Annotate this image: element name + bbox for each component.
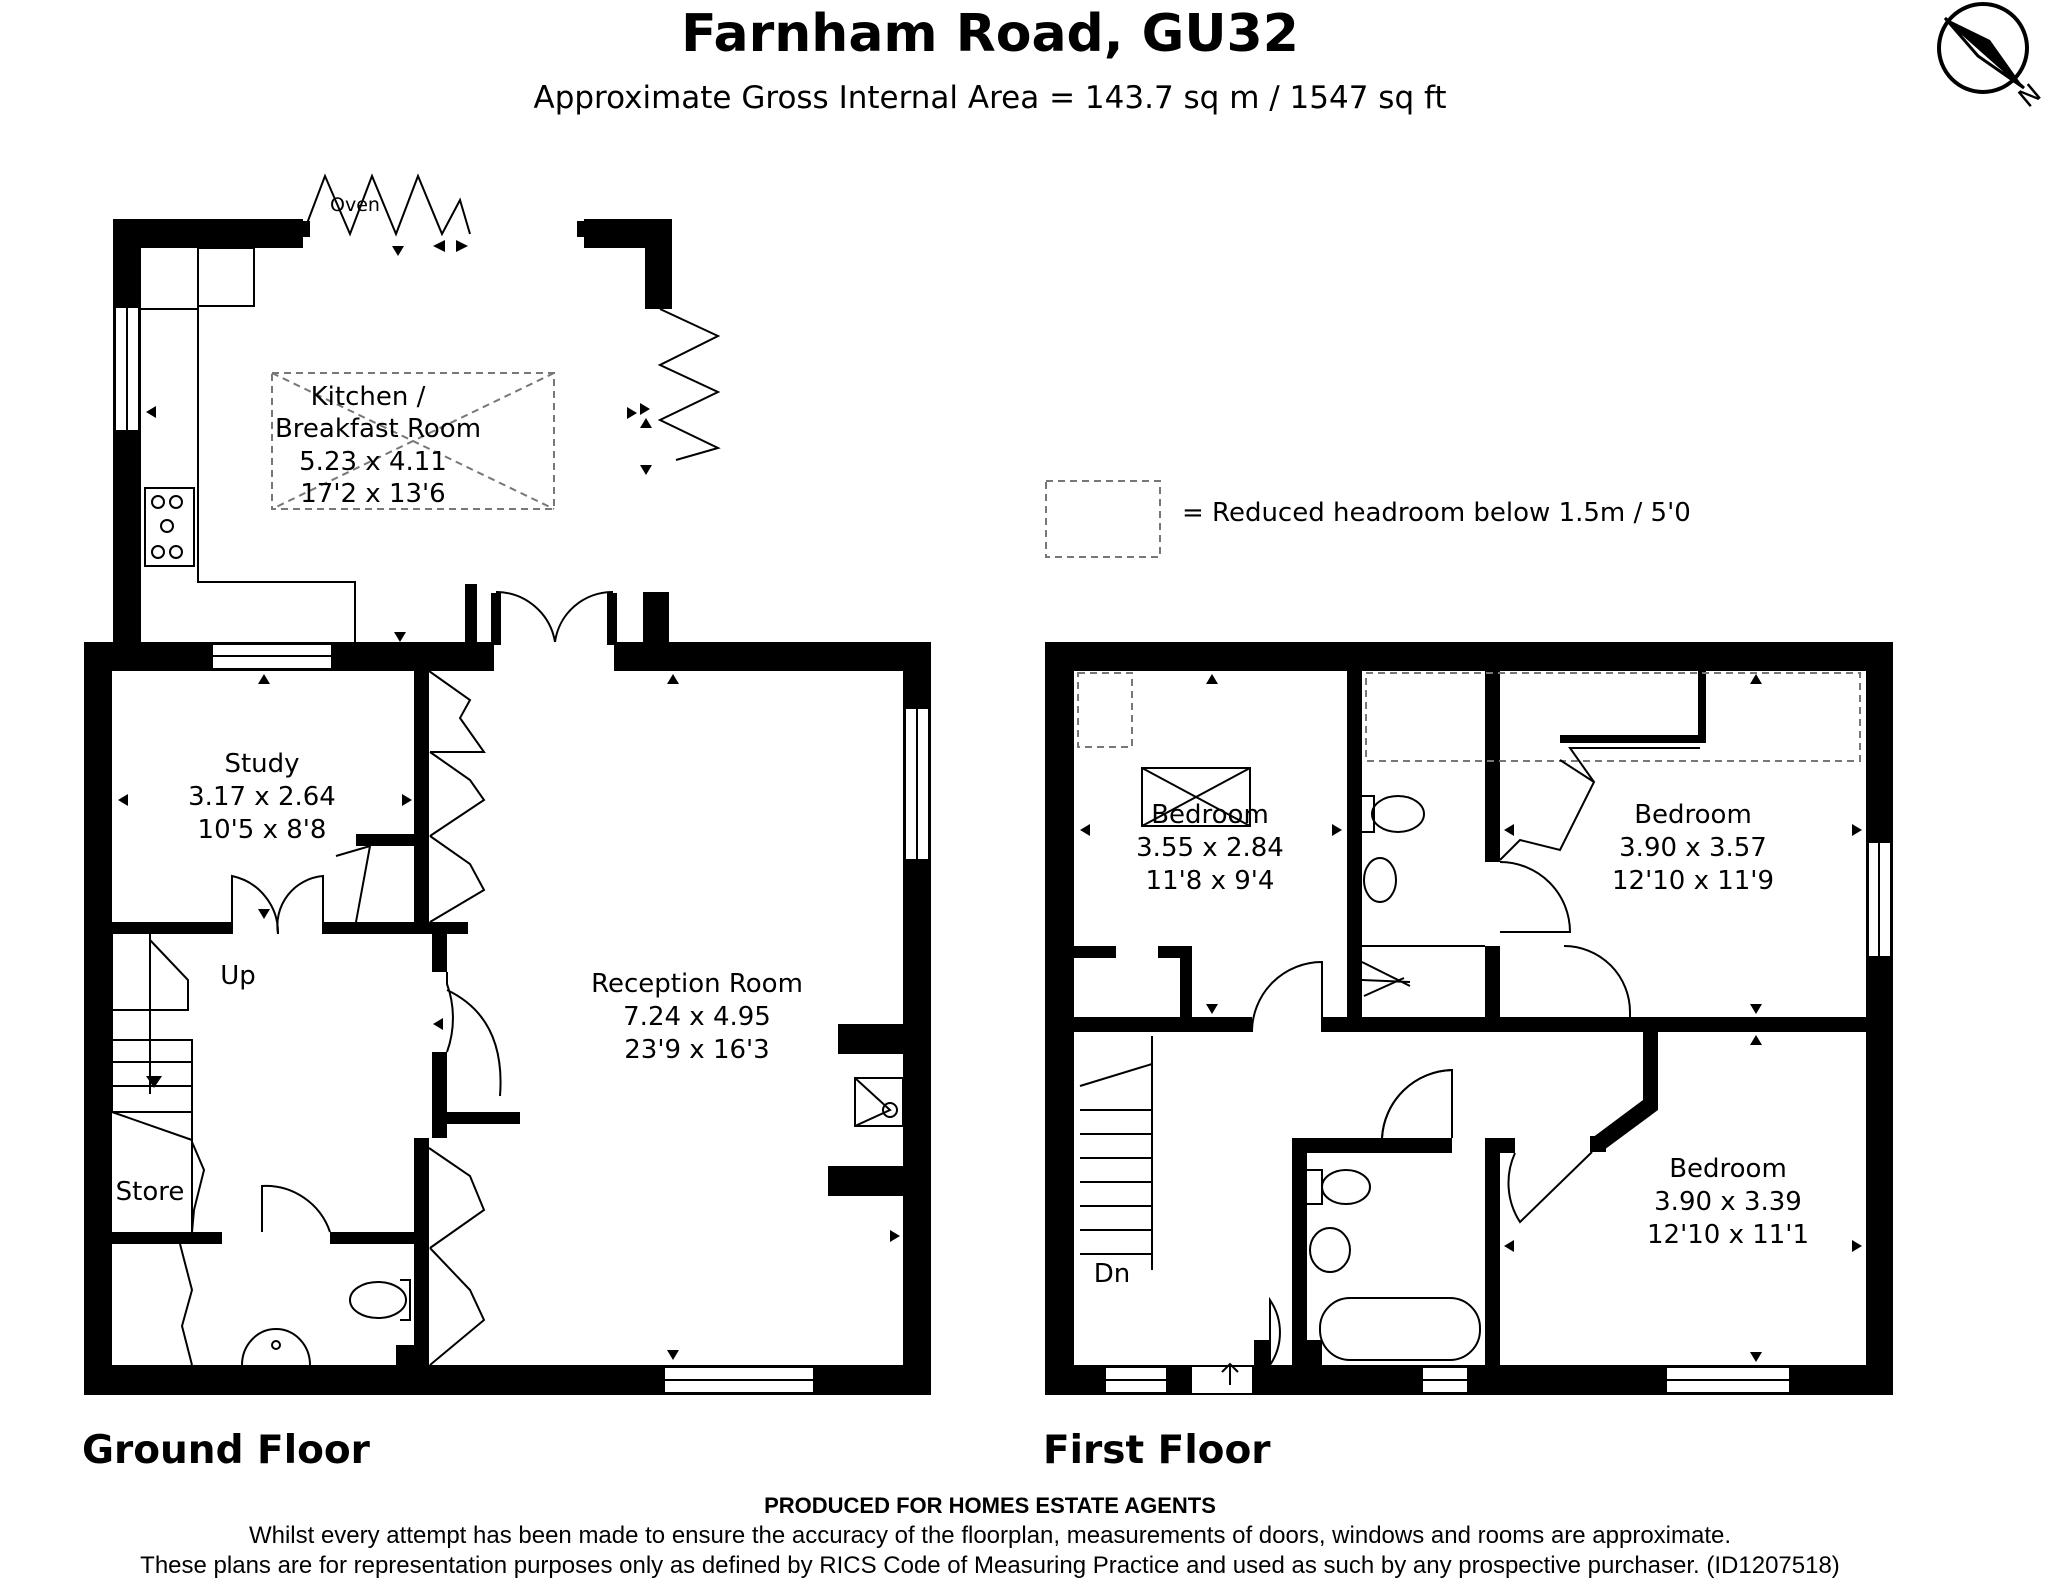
study-metric: 3.17 x 2.64 bbox=[188, 782, 336, 812]
bedroom1-metric: 3.55 x 2.84 bbox=[1136, 833, 1284, 863]
ground-floor-dimension-markers bbox=[118, 240, 900, 1360]
ground-floor-label: Ground Floor bbox=[82, 1428, 370, 1473]
kitchen-metric: 5.23 x 4.11 bbox=[299, 447, 447, 477]
study-name: Study bbox=[224, 749, 299, 779]
first-floor-fixtures bbox=[1077, 672, 1861, 1385]
reception-imperial: 23'9 x 16'3 bbox=[624, 1035, 769, 1065]
reception-metric: 7.24 x 4.95 bbox=[623, 1002, 771, 1032]
oven-label: Oven bbox=[330, 194, 380, 216]
kitchen-imperial: 17'2 x 13'6 bbox=[300, 479, 445, 509]
store-label: Store bbox=[116, 1177, 185, 1207]
bedroom2-metric: 3.90 x 3.57 bbox=[1619, 833, 1767, 863]
bedroom2-name: Bedroom bbox=[1634, 800, 1752, 830]
ground-floor-fixtures bbox=[111, 173, 721, 1366]
disclaimer-line1: Whilst every attempt has been made to en… bbox=[248, 1522, 1732, 1549]
bedroom1-imperial: 11'8 x 9'4 bbox=[1146, 866, 1275, 896]
plan-title: Farnham Road, GU32 bbox=[681, 4, 1299, 64]
study-imperial: 10'5 x 8'8 bbox=[198, 815, 327, 845]
first-floor-plan bbox=[1045, 642, 1893, 1395]
first-floor-label: First Floor bbox=[1043, 1428, 1271, 1473]
stairs-down-label: Dn bbox=[1094, 1259, 1131, 1289]
kitchen-name-line2: Breakfast Room bbox=[275, 414, 481, 444]
reception-name: Reception Room bbox=[591, 969, 803, 999]
bedroom3-metric: 3.90 x 3.39 bbox=[1654, 1187, 1802, 1217]
ground-floor-plan bbox=[84, 219, 931, 1395]
disclaimer-line2: These plans are for representation purpo… bbox=[140, 1552, 1840, 1579]
north-arrow-icon: N bbox=[1937, 2, 2047, 114]
stairs-up-label: Up bbox=[220, 961, 256, 991]
legend-description: = Reduced headroom below 1.5m / 5'0 bbox=[1182, 498, 1691, 528]
first-floor-dimension-markers bbox=[1080, 674, 1862, 1362]
gross-area: Approximate Gross Internal Area = 143.7 … bbox=[533, 80, 1447, 116]
produced-by: PRODUCED FOR HOMES ESTATE AGENTS bbox=[764, 1493, 1216, 1518]
bedroom2-imperial: 12'10 x 11'9 bbox=[1612, 866, 1774, 896]
bedroom3-name: Bedroom bbox=[1669, 1154, 1787, 1184]
kitchen-name-line1: Kitchen / bbox=[311, 382, 426, 412]
reduced-headroom-legend-box bbox=[1045, 480, 1161, 558]
bedroom1-name: Bedroom bbox=[1151, 800, 1269, 830]
bedroom3-imperial: 12'10 x 11'1 bbox=[1647, 1220, 1809, 1250]
